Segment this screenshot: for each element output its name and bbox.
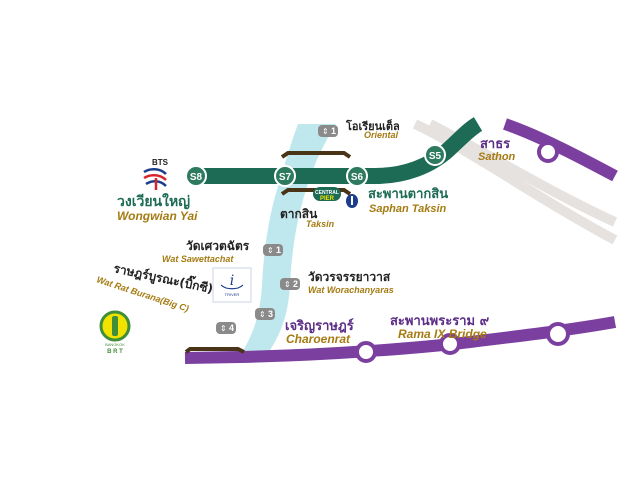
pier-wat-worachanyaras[interactable]: ⇕ 2 วัดวรจรรยาวาส Wat Worachanyaras [280,270,394,295]
station-s5[interactable]: S5 [424,144,446,166]
pier-logo-icon: i TRIVER [212,267,252,303]
station-code: S7 [279,172,292,183]
pier-label-english: Taksin [306,219,335,229]
pier-label-english: Oriental [364,130,399,140]
svg-text:⇕: ⇕ [259,310,266,319]
pier-label-english: Wat Worachanyaras [308,285,394,295]
svg-text:⇕: ⇕ [220,324,227,333]
info-icon[interactable] [346,194,358,208]
svg-text:BTS: BTS [152,158,169,167]
station-label-english: Wongwian Yai [117,209,198,223]
station-label-thai: สะพานพระราม ๙ [390,314,490,329]
pier-3[interactable]: ⇕ 3 [255,308,275,320]
svg-text:BANGKOK: BANGKOK [105,342,125,347]
bts-logo-icon: BTS [143,158,169,190]
station-code: S6 [351,172,364,183]
svg-text:⇕: ⇕ [322,127,329,136]
purple-line-upper [503,118,618,182]
svg-text:1: 1 [276,245,281,255]
svg-text:1: 1 [331,126,336,136]
svg-text:PIER: PIER [320,196,335,202]
station-s7[interactable]: S7 [274,165,296,187]
pier-label-thai: วัดวรจรรยาวาส [308,270,391,284]
chao-phraya-river [236,124,336,362]
station-label-thai: สะพานตากสิน [368,187,448,202]
pier-label-thai: โอเรียนเต็ล [345,119,400,133]
pier-wat-sawettachat[interactable]: ⇕ 1 วัดเศวตฉัตร Wat Sawettachat [162,239,283,264]
svg-text:4: 4 [229,323,234,333]
station-label-thai: เจริญราษฎร์ [285,318,354,334]
purple-line-lower [184,316,617,364]
pier-label-thai: ตากสิน [280,207,318,221]
station-code: S5 [429,151,442,162]
station-label-english: Sathon [478,151,516,163]
station-label-english: Rama IX Bridge [398,327,487,341]
svg-text:B R T: B R T [107,349,123,355]
station-label-english: Saphan Taksin [369,203,447,215]
svg-text:i: i [230,273,234,289]
svg-text:TRIVER: TRIVER [225,292,240,297]
pier-label-english: Wat Sawettachat [162,254,234,264]
station-label-thai: วงเวียนใหญ่ [117,192,190,210]
svg-text:⇕: ⇕ [267,246,274,255]
station-s8[interactable]: S8 [185,165,207,187]
svg-text:⇕: ⇕ [284,280,291,289]
station-code: S8 [190,172,203,183]
pier-oriental[interactable]: ⇕ 1 โอเรียนเต็ล Oriental [318,119,400,140]
brt-logo-icon: BANGKOK B R T [99,310,131,355]
pier-label-thai: วัดเศวตฉัตร [186,239,250,253]
station-label-english: Charoenrat [286,332,351,346]
background-arcs [412,119,618,245]
central-pier[interactable]: CENTRAL PIER ตากสิน Taksin [280,187,341,229]
svg-text:2: 2 [293,279,298,289]
station-s6[interactable]: S6 [346,165,368,187]
station-label-thai: สาธร [480,137,510,152]
svg-text:CENTRAL: CENTRAL [315,190,339,196]
svg-text:3: 3 [268,309,273,319]
